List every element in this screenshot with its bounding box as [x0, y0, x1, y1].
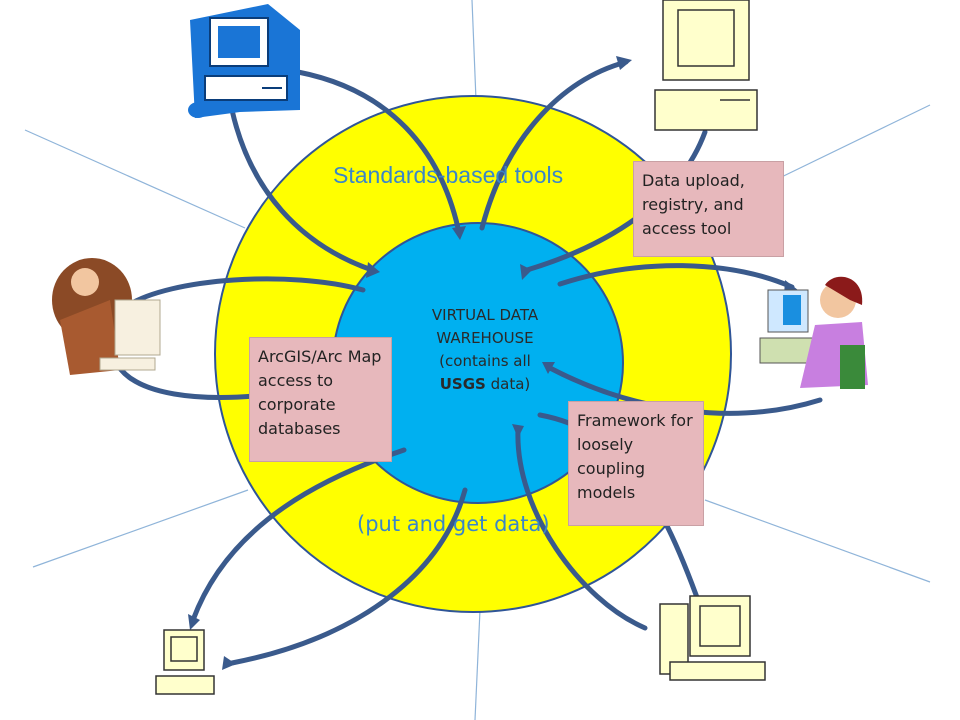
arrow-topright-in: [479, 59, 629, 231]
arrow-bottomleft-out: [229, 487, 468, 666]
callout-data-upload: Data upload, registry, and access tool: [633, 161, 784, 257]
arrow-left-in: [124, 276, 366, 309]
core-line-4: USGS data): [400, 373, 570, 396]
small-computer-icon: [155, 629, 215, 695]
core-line-3: (contains all: [439, 352, 531, 370]
core-line-4-rest: data): [485, 375, 531, 393]
man-at-computer-icon: [52, 258, 161, 375]
arrow-topleft-out: [229, 107, 375, 273]
arrow-right-in: [557, 263, 795, 290]
arrow-topleft-in: [295, 69, 461, 231]
ring-title: Standards-based tools: [333, 162, 564, 188]
background-spokes: [24, 0, 931, 720]
arrow-bottomright-out: [515, 427, 648, 631]
blue-desktop-computer-icon: [188, 4, 300, 118]
core-label: VIRTUAL DATA WAREHOUSE (contains all USG…: [400, 304, 570, 396]
woman-at-computer-icon: [759, 276, 868, 389]
desktop-computer-icon: [654, 0, 758, 131]
callout-framework: Framework for loosely coupling models: [568, 401, 704, 526]
tower-computer-icon: [659, 595, 766, 681]
core-line-2: WAREHOUSE: [436, 329, 534, 347]
core-usgs-bold: USGS: [439, 375, 486, 393]
callout-arcgis: ArcGIS/Arc Map access to corporate datab…: [249, 337, 392, 462]
core-line-1: VIRTUAL DATA: [431, 306, 539, 324]
ring-subtitle: (put and get data): [357, 512, 550, 536]
